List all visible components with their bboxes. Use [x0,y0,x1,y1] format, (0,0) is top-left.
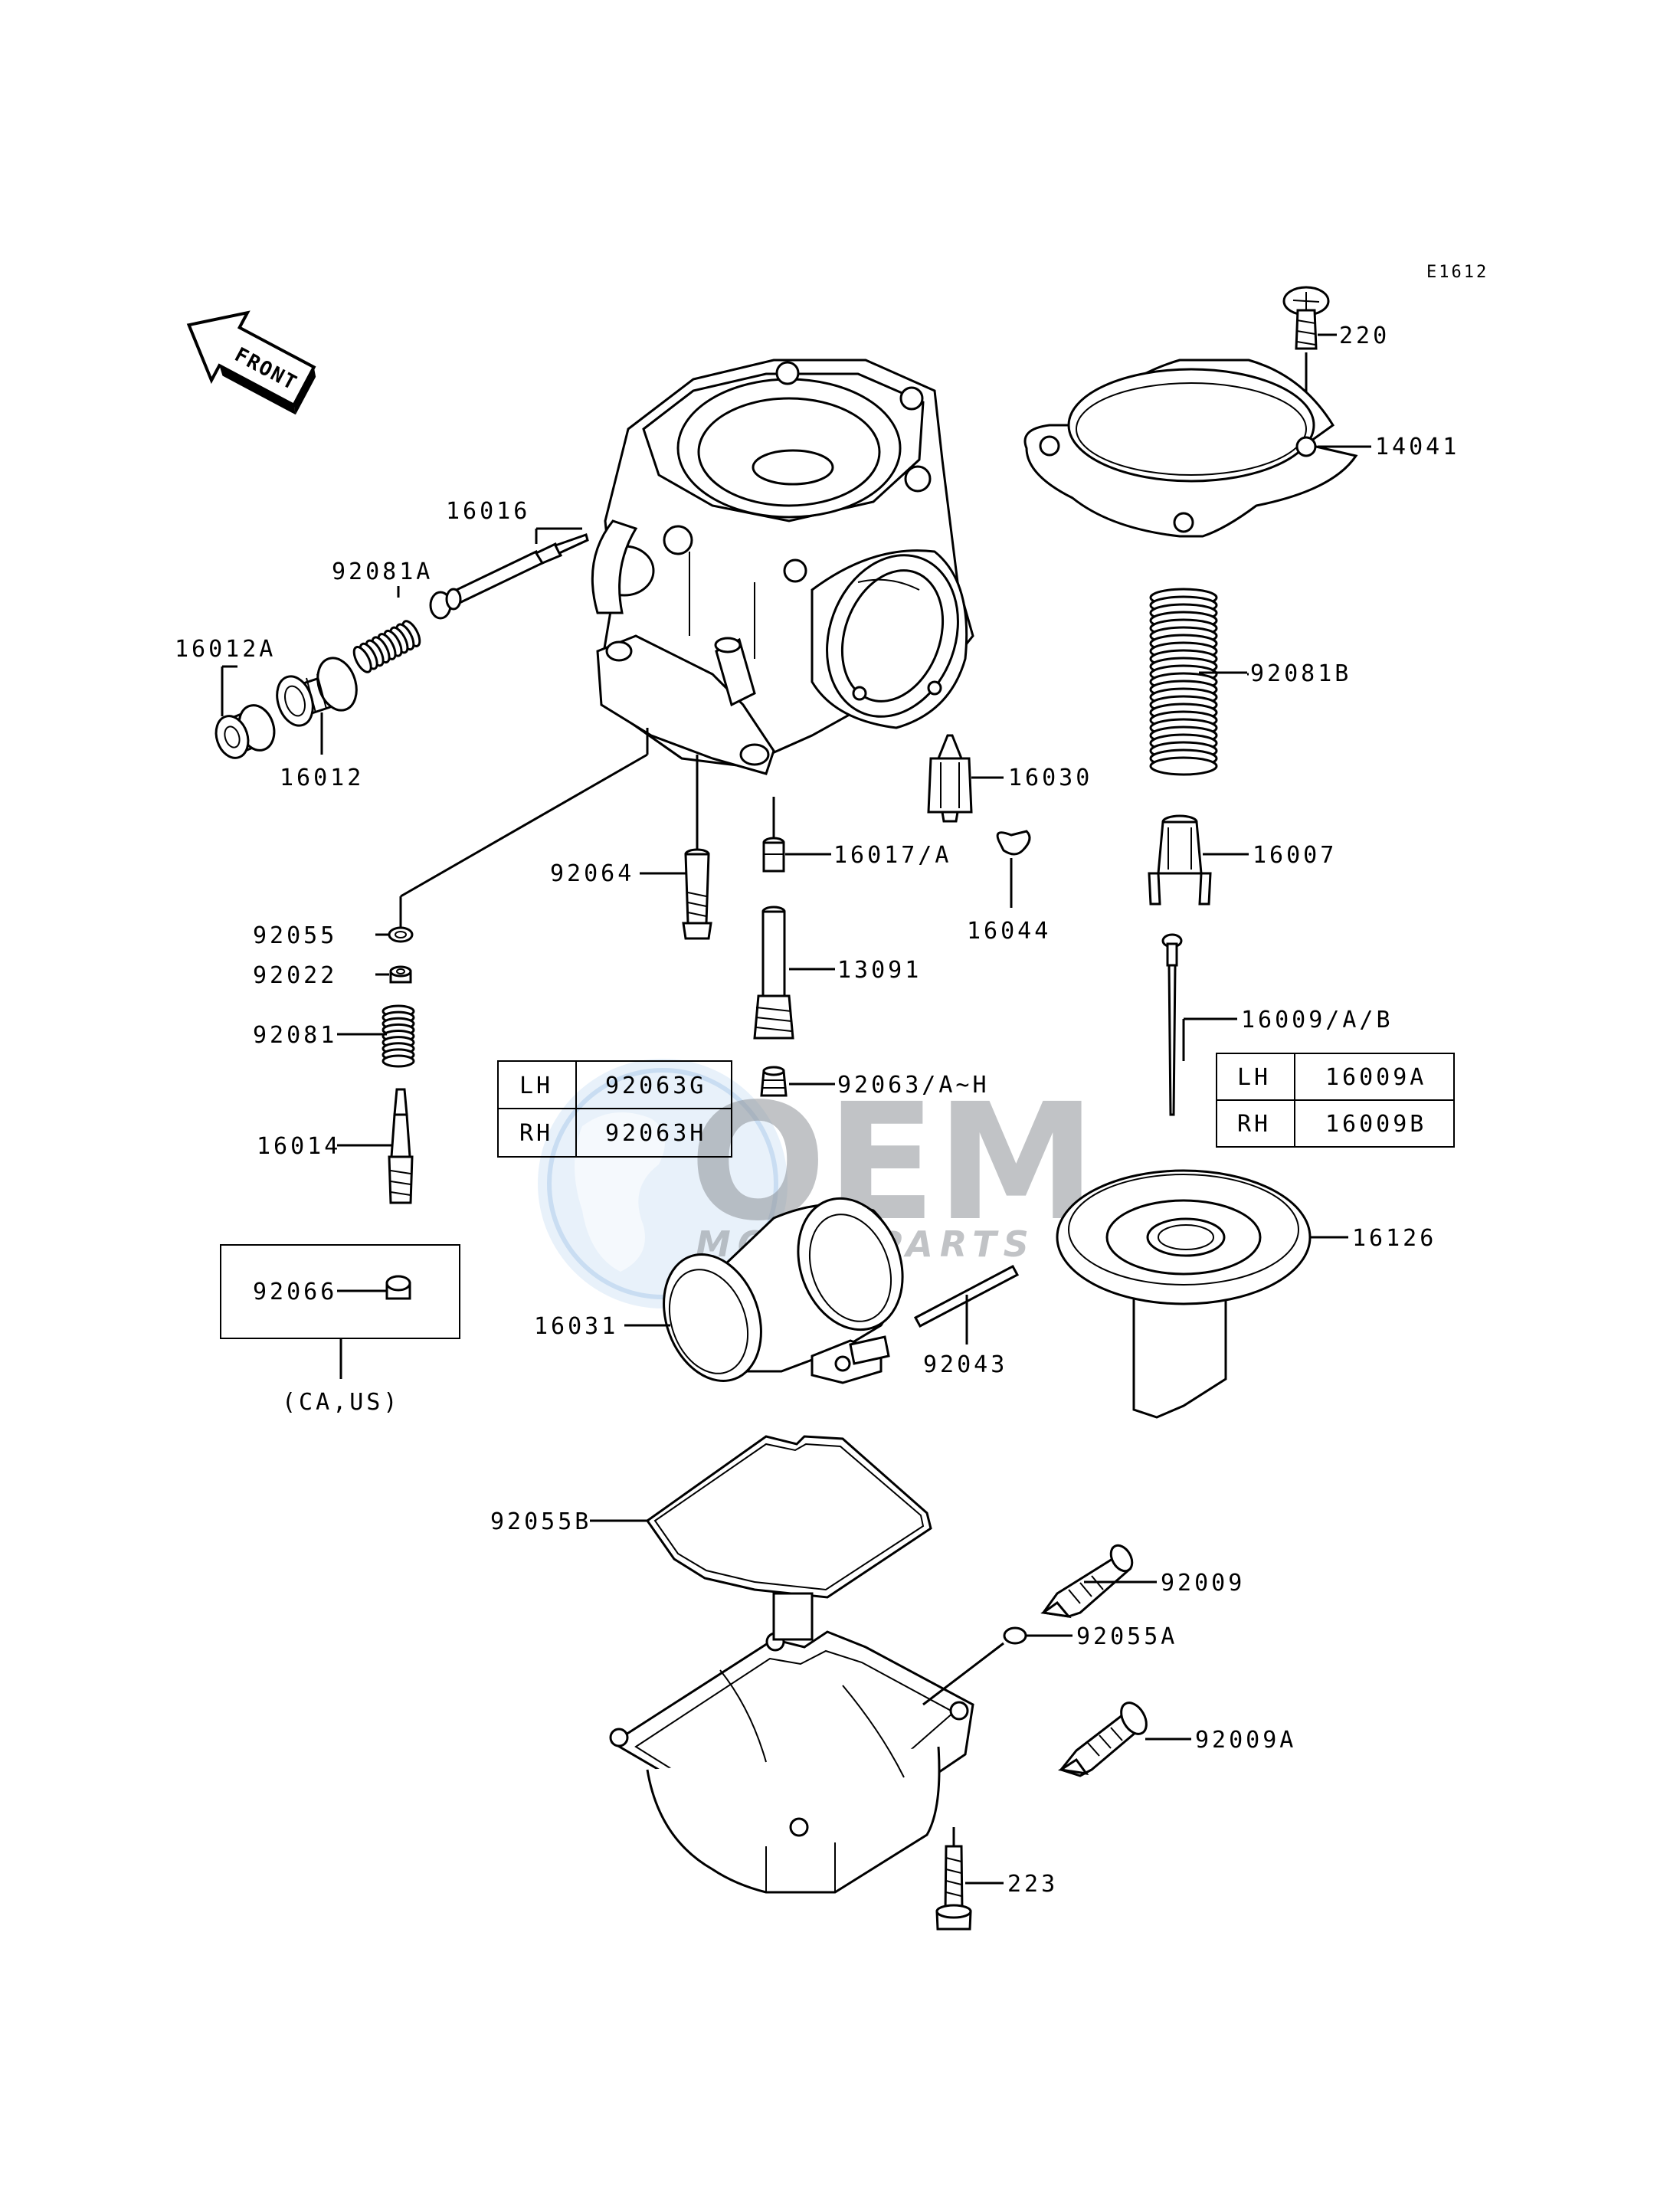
label-16044: 16044 [967,918,1051,945]
oem-watermark: OEM MOTORPARTS [538,1059,1096,1308]
float-valve-16030 [927,734,973,823]
clip-16044 [996,830,1031,856]
label-16017A: 16017/A [833,842,951,869]
table-16009-r0c1: 16009A [1325,1064,1426,1091]
gasket-92055B [645,1435,932,1599]
main-jet-92063 [760,1066,788,1097]
table-92063: LH 92063G RH 92063H [497,1060,732,1158]
spring-92081B [1149,588,1218,776]
plug-16012 [276,657,358,727]
float-16031 [663,1197,904,1384]
label-223: 223 [1007,1871,1058,1898]
table-16009-r1c0: RH [1237,1111,1271,1138]
label-92022: 92022 [253,962,337,989]
label-13091: 13091 [837,957,922,984]
top-cover-14041 [1023,359,1358,538]
float-bowl [609,1592,974,1894]
label-92081B: 92081B [1250,660,1351,687]
oring-92055 [388,926,414,943]
label-92055A: 92055A [1076,1623,1177,1650]
label-92009A: 92009A [1195,1727,1296,1754]
spring-92081A [352,620,421,673]
label-16126: 16126 [1352,1225,1436,1252]
table-92063-r1c1: 92063H [605,1120,706,1147]
label-92063AH: 92063/A~H [837,1072,990,1099]
pilot-screw-16014 [388,1088,414,1204]
washer-92022 [389,965,412,984]
label-92081A: 92081A [332,558,433,585]
label-16030: 16030 [1008,765,1092,791]
needle-jet-13091 [753,906,794,1040]
screw-92064 [682,848,712,940]
label-92055B: 92055B [490,1508,591,1535]
jet-needle-16009 [1161,933,1183,1116]
label-ca-us: (CA,US) [282,1389,400,1416]
label-92043: 92043 [923,1351,1007,1378]
table-92063-r0c1: 92063G [605,1073,706,1099]
label-92009: 92009 [1161,1570,1245,1597]
label-16012: 16012 [280,765,364,791]
oring-92055A [1003,1626,1027,1645]
screw-223 [935,1845,972,1931]
diagram-code: E1612 [1426,263,1488,282]
leader-lines [221,527,1348,1885]
screw-92009A [1057,1702,1148,1777]
jet-16017 [762,837,785,873]
label-92081: 92081 [253,1022,337,1049]
shaft-16016 [429,533,589,620]
screw-220 [1282,286,1330,350]
label-16016: 16016 [446,498,530,525]
label-92066: 92066 [253,1279,337,1305]
screw-92009 [1040,1544,1134,1619]
label-16031: 16031 [534,1313,618,1340]
table-16009-r1c1: 16009B [1325,1111,1426,1138]
cap-16012A [215,704,276,759]
label-92064: 92064 [550,860,634,887]
carburetor-body [591,359,974,775]
diaphragm-16126 [1056,1169,1312,1419]
label-14041: 14041 [1375,434,1459,460]
spring-92081 [382,1004,415,1068]
label-92055: 92055 [253,922,337,949]
label-16007: 16007 [1253,842,1337,869]
table-92063-r1c0: RH [519,1120,553,1147]
needle-holder-16007 [1148,814,1212,906]
part-labels: 220 14041 16016 92081A 16012A 16012 9208… [175,323,1459,1898]
label-16014: 16014 [257,1133,341,1160]
label-16009AB: 16009/A/B [1241,1007,1393,1033]
table-16009-r0c0: LH [1237,1064,1271,1091]
table-16009: LH 16009A RH 16009B [1216,1053,1455,1148]
table-92063-r0c0: LH [519,1073,553,1099]
label-220: 220 [1339,323,1390,349]
label-16012A: 16012A [175,636,276,663]
front-arrow: FRONT [186,310,316,415]
watermark-brand: OEM [689,1069,1096,1256]
